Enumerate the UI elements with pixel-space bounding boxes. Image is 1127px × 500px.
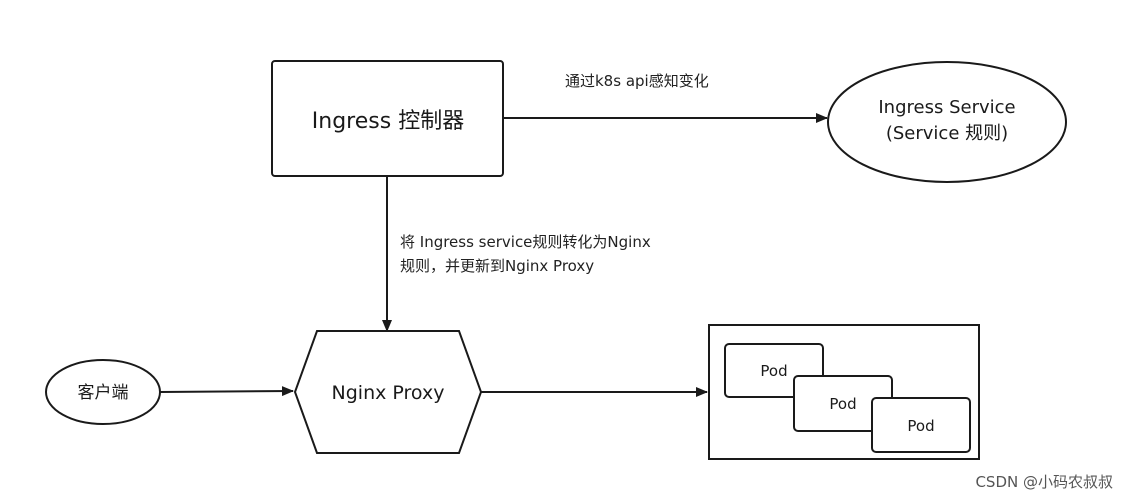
- ingress-service-label-line2: (Service 规则): [886, 123, 1008, 144]
- pod-box: Pod: [871, 397, 971, 453]
- watermark: CSDN @小码农叔叔: [975, 473, 1113, 491]
- nginx-proxy-node: Nginx Proxy: [293, 330, 483, 454]
- ingress-service-label-line1: Ingress Service: [878, 97, 1015, 118]
- pod-label: Pod: [907, 417, 934, 435]
- watch-api-edge: 通过k8s api感知变化: [503, 72, 828, 123]
- convert-rules-edge-label-line1: 将 Ingress service规则转化为Nginx: [400, 233, 651, 251]
- convert-rules-edge-label-line2: 规则，并更新到Nginx Proxy: [400, 257, 594, 275]
- ingress-service-node: Ingress Service (Service 规则): [827, 61, 1067, 183]
- client-label: 客户端: [78, 383, 129, 403]
- watch-api-edge-label: 通过k8s api感知变化: [565, 72, 709, 90]
- nginx-proxy-label: Nginx Proxy: [332, 382, 445, 404]
- convert-rules-edge: 将 Ingress service规则转化为Nginx 规则，并更新到Nginx…: [382, 176, 651, 332]
- pod-label: Pod: [760, 362, 787, 380]
- ingress-controller-label: Ingress 控制器: [312, 109, 464, 134]
- client-request-edge: [159, 386, 294, 397]
- pods-container: Pod Pod Pod: [708, 324, 980, 460]
- client-node: 客户端: [45, 359, 161, 425]
- ingress-controller-node: Ingress 控制器: [271, 60, 504, 177]
- pod-label: Pod: [829, 395, 856, 413]
